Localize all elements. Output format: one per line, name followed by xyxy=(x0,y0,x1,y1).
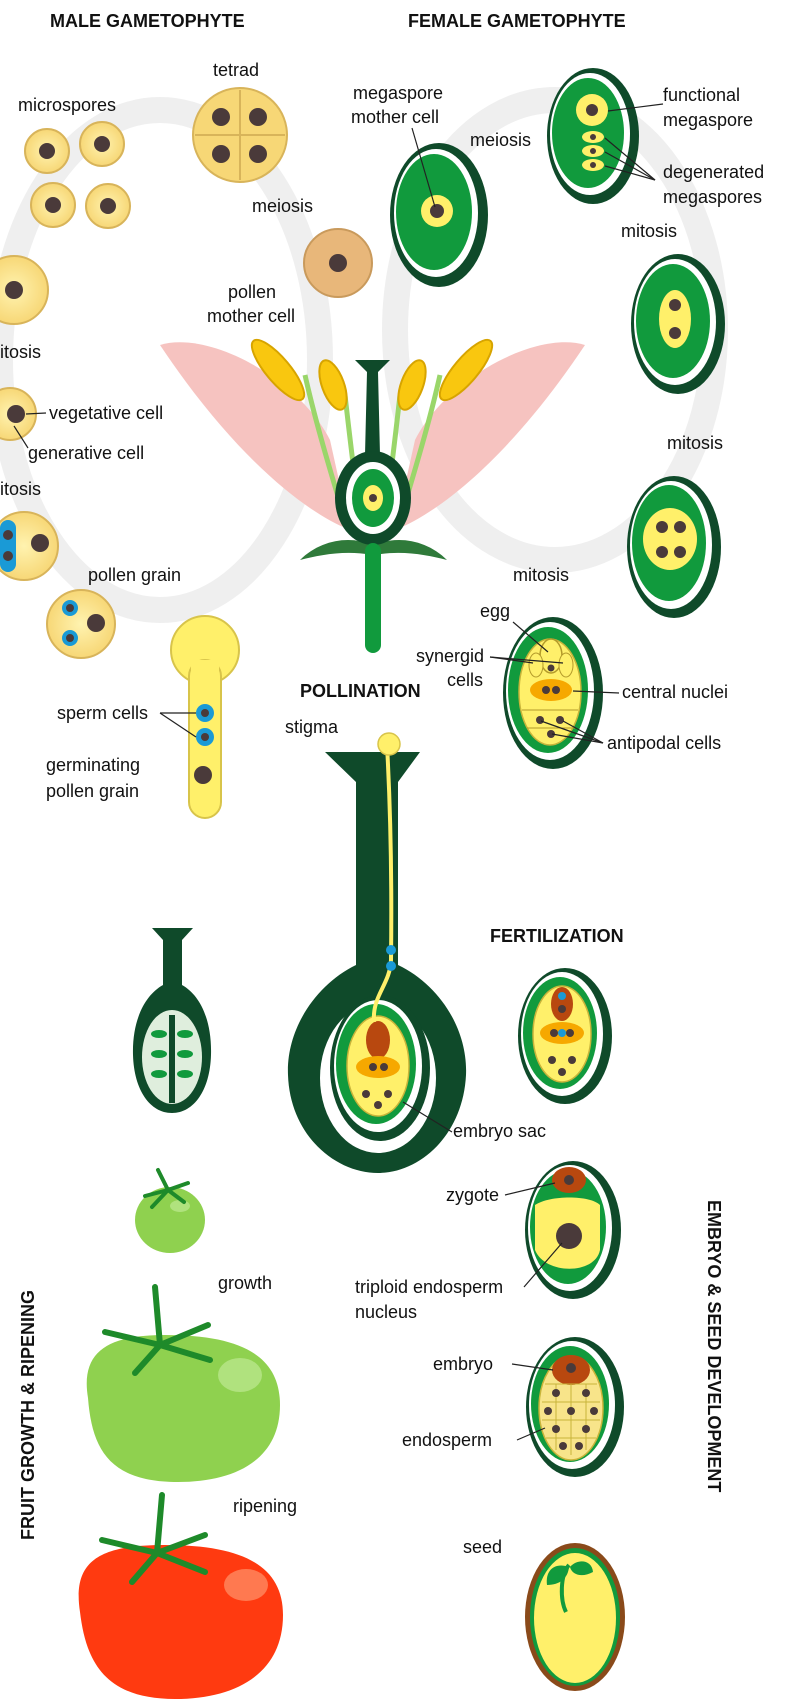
degenerated-megaspores-label-2: megaspores xyxy=(663,187,762,207)
egg-label: egg xyxy=(480,601,510,621)
male-mitosis-label-2: itosis xyxy=(0,479,41,499)
female-meiosis-label: meiosis xyxy=(470,130,531,150)
synergid-label-1: synergid xyxy=(416,646,484,666)
male-gametophyte-heading: MALE GAMETOPHYTE xyxy=(50,11,245,31)
pollen-grain-label: pollen grain xyxy=(88,565,181,585)
mmc-label-1: megaspore xyxy=(353,83,443,103)
germinating-label-2: pollen grain xyxy=(46,781,139,801)
functional-megaspore-label-1: functional xyxy=(663,85,740,105)
small-green-tomato xyxy=(135,1170,205,1253)
male-meiosis-label: meiosis xyxy=(252,196,313,216)
pistil-pollination xyxy=(288,733,466,1173)
antipodal-cells-label: antipodal cells xyxy=(607,733,721,753)
pollen-grain-early xyxy=(0,512,58,580)
megaspore-mother-cell-ovule xyxy=(390,143,488,287)
microspores-label: microspores xyxy=(18,95,116,115)
embryo-label: embryo xyxy=(433,1354,493,1374)
embryo-seed-heading: EMBRYO & SEED DEVELOPMENT xyxy=(704,1200,724,1492)
ripening-label: ripening xyxy=(233,1496,297,1516)
pollen-mother-label-2: mother cell xyxy=(207,306,295,326)
stigma-label: stigma xyxy=(285,717,339,737)
germinating-label-1: germinating xyxy=(46,755,140,775)
central-nuclei-label: central nuclei xyxy=(622,682,728,702)
female-mitosis-label-1: mitosis xyxy=(621,221,677,241)
male-mitosis-label-1: itosis xyxy=(0,342,41,362)
vegetative-cell-label: vegetative cell xyxy=(49,403,163,423)
tetrad-label: tetrad xyxy=(213,60,259,80)
fertilization-heading: FERTILIZATION xyxy=(490,926,624,946)
endosperm-nucleus-label-1: triploid endosperm xyxy=(355,1277,503,1297)
degenerated-megaspores-label-1: degenerated xyxy=(663,162,764,182)
endosperm-label: endosperm xyxy=(402,1430,492,1450)
two-nucleate-embryo-sac xyxy=(631,254,725,394)
sperm-cells-label: sperm cells xyxy=(57,703,148,723)
four-nucleate-embryo-sac xyxy=(627,476,721,618)
female-gametophyte-heading: FEMALE GAMETOPHYTE xyxy=(408,11,626,31)
embryo-sac-label: embryo sac xyxy=(453,1121,546,1141)
large-green-tomato xyxy=(87,1287,280,1482)
pollen-mother-label-1: pollen xyxy=(228,282,276,302)
female-mitosis-label-2: mitosis xyxy=(667,433,723,453)
pistil-ovary xyxy=(133,928,211,1113)
pollen-grain xyxy=(47,590,115,658)
ripe-red-tomato xyxy=(79,1495,283,1699)
synergid-label-2: cells xyxy=(447,670,483,690)
zygote-label: zygote xyxy=(446,1185,499,1205)
seed-label: seed xyxy=(463,1537,502,1557)
germinating-pollen-grain xyxy=(171,616,239,818)
fruit-growth-heading: FRUIT GROWTH & RIPENING xyxy=(18,1290,38,1540)
seed xyxy=(525,1543,625,1691)
tetrad xyxy=(193,88,287,182)
functional-megaspore-label-2: megaspore xyxy=(663,110,753,130)
growth-label: growth xyxy=(218,1273,272,1293)
endosperm-nucleus-label-2: nucleus xyxy=(355,1302,417,1322)
young-microspore xyxy=(0,256,48,324)
female-mitosis-label-3: mitosis xyxy=(513,565,569,585)
generative-cell-label: generative cell xyxy=(28,443,144,463)
pollination-heading: POLLINATION xyxy=(300,681,421,701)
pollen-mother-cell xyxy=(304,229,372,297)
zygote-ovule xyxy=(525,1161,621,1299)
mature-embryo-sac xyxy=(503,617,603,769)
flower xyxy=(160,333,585,653)
fertilized-embryo-sac xyxy=(518,968,612,1104)
mmc-label-2: mother cell xyxy=(351,107,439,127)
megaspores-ovule xyxy=(547,68,639,204)
developing-seed xyxy=(526,1337,624,1477)
